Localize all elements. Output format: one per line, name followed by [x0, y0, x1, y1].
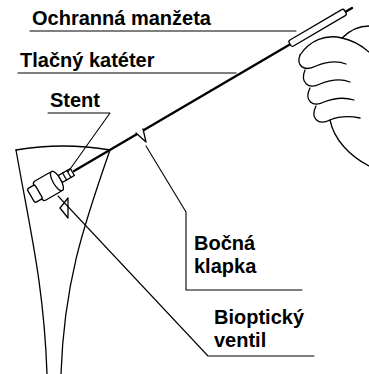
leader-line [48, 113, 110, 172]
part-label: Bioptický ventil [214, 306, 326, 352]
hand [330, 120, 369, 166]
leader-line [58, 196, 314, 356]
side-flap [136, 129, 146, 142]
stent [58, 169, 74, 183]
endoscope-body [61, 150, 110, 374]
pusher-catheter [74, 8, 352, 171]
endoscope-body [16, 146, 110, 150]
part-label: Bočná klapka [194, 232, 294, 278]
hand [299, 55, 346, 68]
hand [303, 70, 350, 86]
part-label: Ochranná manžeta [32, 7, 332, 30]
protective-sleeve [288, 9, 347, 47]
part-label: Stent [50, 89, 150, 112]
hand [308, 88, 354, 104]
leader-line [18, 72, 236, 73]
hand [314, 106, 360, 122]
leader-line [146, 146, 302, 290]
hand [300, 37, 369, 55]
hand [342, 26, 369, 38]
part-label: Tlačný katéter [20, 49, 240, 72]
endoscope-marker [60, 198, 68, 218]
leader-line [30, 30, 296, 31]
